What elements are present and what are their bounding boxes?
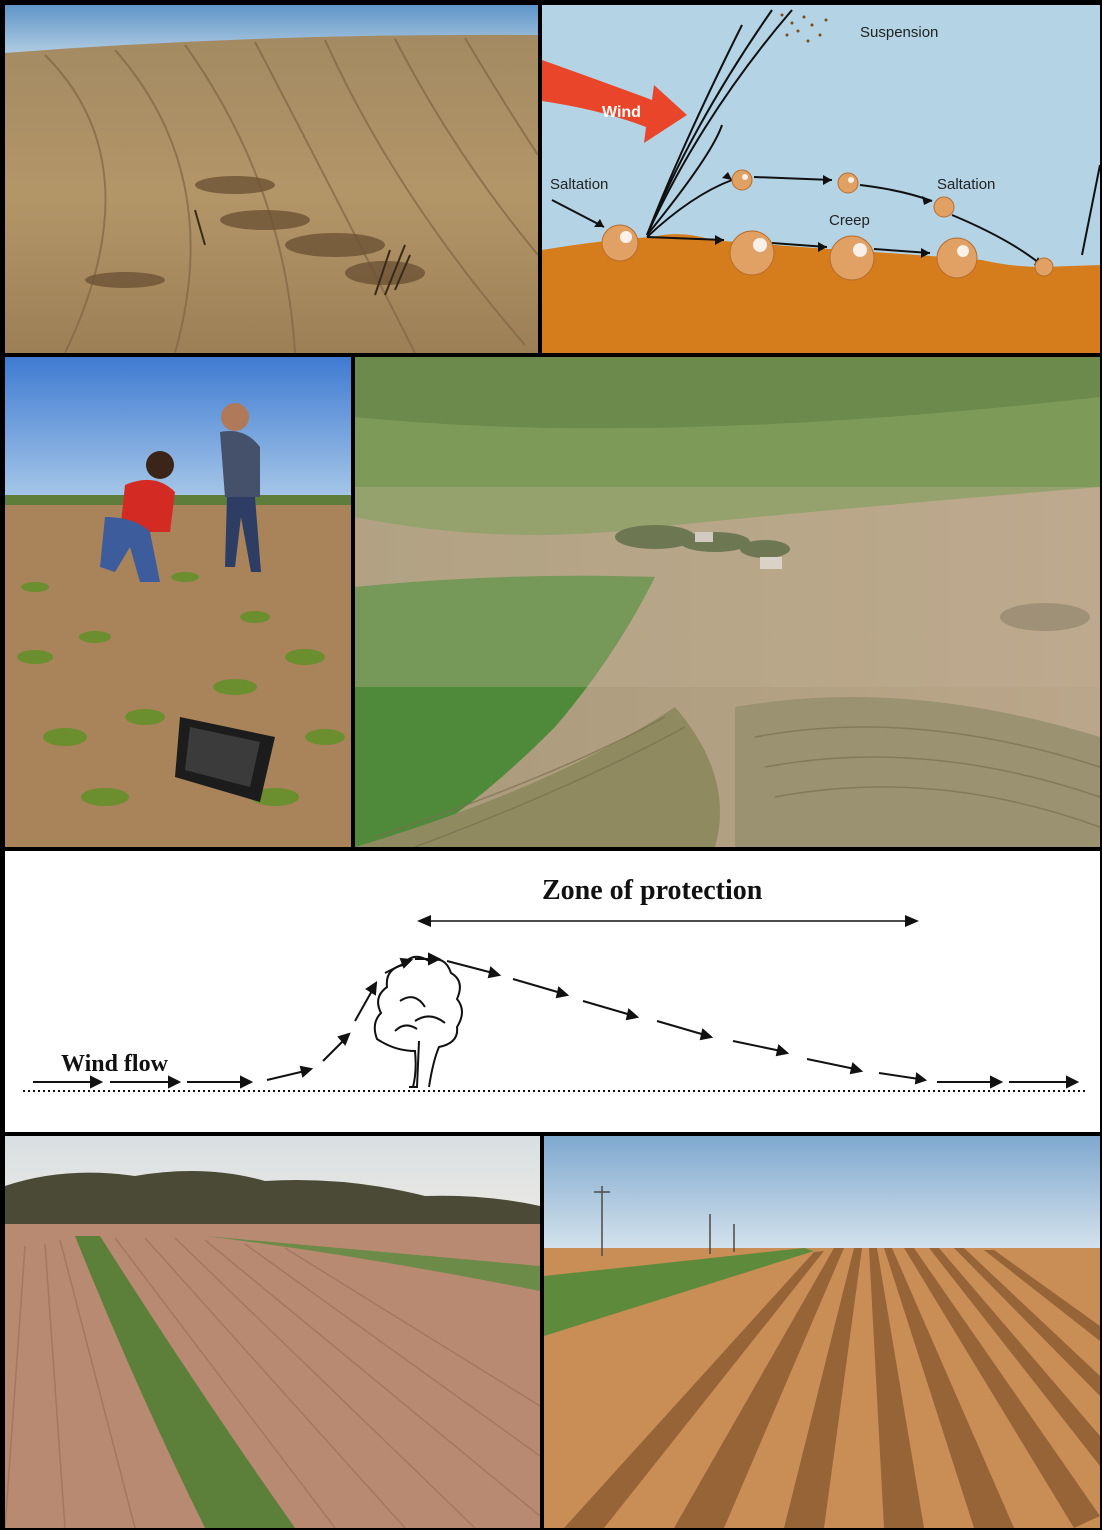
windbreak-diagram: Zone of protection Wind flow: [5, 851, 1100, 1132]
photo-vegetative-strips: [5, 1136, 540, 1528]
photo-farmers-inspecting: [5, 357, 351, 847]
wind-label: Wind: [602, 104, 641, 121]
photo-furrowed-field: [544, 1136, 1100, 1528]
green-strip: [544, 1248, 814, 1336]
plowed-field-image: [5, 5, 538, 353]
wind-flow-arrows: [33, 952, 1080, 1089]
photo-plowed-field: [5, 5, 538, 353]
grass-strip: [75, 1236, 295, 1528]
saltation-incoming-arrow: [551, 199, 605, 228]
saltation-left-label: Saltation: [550, 176, 608, 193]
strips-image: [5, 1136, 540, 1528]
suspension-paths: [646, 9, 1100, 256]
zone-of-protection-title: Zone of protection: [542, 875, 763, 906]
furrows-image: [544, 1136, 1100, 1528]
windbreak-diagram-graphic: Zone of protection Wind flow: [5, 851, 1100, 1132]
wind-arrow-icon: [542, 60, 687, 143]
suspension-label: Suspension: [860, 24, 938, 41]
utility-poles: [594, 1186, 735, 1256]
tree-icon: [373, 955, 463, 1088]
farmers-image: [5, 357, 351, 847]
aerial-image: [355, 357, 1100, 847]
suspension-dust: [780, 13, 828, 43]
erosion-diagram-graphic: Wind Suspension Saltation: [542, 5, 1100, 353]
wind-flow-label: Wind flow: [61, 1051, 169, 1077]
photo-aerial-dust-storm: [355, 357, 1100, 847]
wind-erosion-diagram: Wind Suspension Saltation: [542, 5, 1100, 353]
creep-label: Creep: [829, 212, 870, 229]
saltation-right-label: Saltation: [937, 176, 995, 193]
double-arrow-icon: [417, 915, 919, 927]
